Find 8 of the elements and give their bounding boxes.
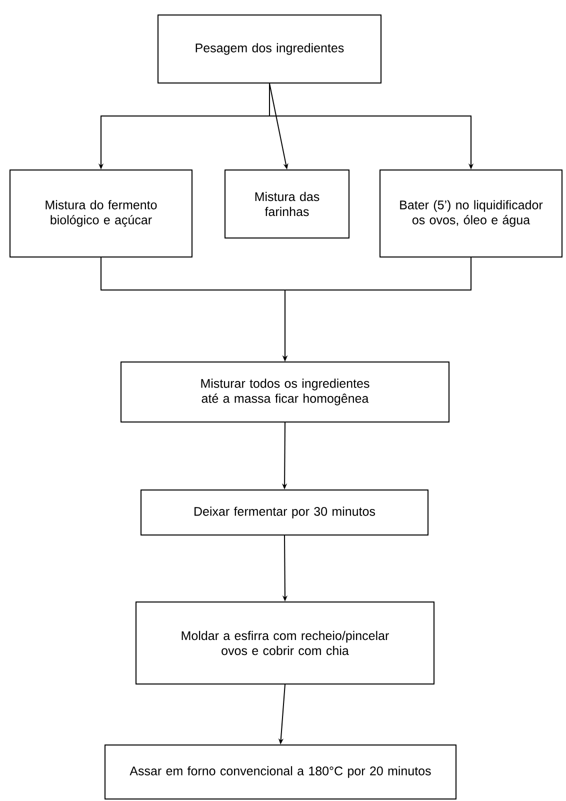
process-box: Mistura das farinhas (224, 170, 350, 238)
process-box: Misturar todos os ingredientes até a massa ficar homogênea (120, 362, 450, 422)
process-box: Bater (5’) no liquidificador os ovos, óleo e água (380, 170, 562, 258)
process-box: Assar em forno convencional a 180°C por 20 minutos (104, 744, 456, 800)
process-box: Moldar a esfirra com recheio/pincelar ovos e cobrir com chia (136, 602, 434, 684)
process-box: Mistura do fermento biológico e açúcar (10, 170, 192, 258)
process-box: Pesagem dos ingredientes (158, 14, 382, 84)
process-box: Deixar fermentar por 30 minutos (140, 490, 428, 536)
